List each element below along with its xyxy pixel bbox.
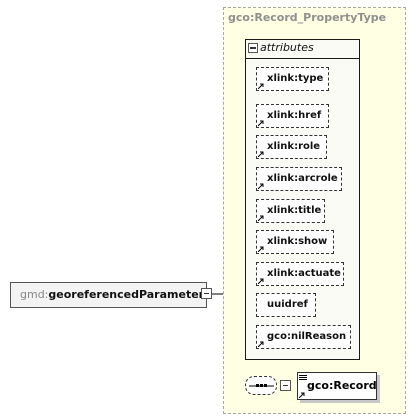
attribute-label: gco:nilReason — [267, 331, 347, 342]
complex-type-title: gco:Record_PropertyType — [228, 11, 387, 24]
root-element-prefix: gmd: — [20, 288, 49, 301]
reference-arrow-icon — [258, 151, 264, 157]
reference-arrow-icon — [299, 392, 305, 398]
attribute-label: xlink:show — [267, 236, 328, 247]
reference-arrow-icon — [258, 120, 264, 126]
attribute-label: xlink:type — [267, 73, 324, 84]
reference-arrow-icon — [258, 183, 264, 189]
attribute-xlink-actuate[interactable]: xlink:actuate — [256, 262, 344, 286]
collapse-root-icon[interactable] — [201, 288, 212, 299]
attributes-header: attributes — [260, 41, 314, 54]
attribute-uuidref[interactable]: uuidref — [256, 293, 316, 317]
attributes-divider — [245, 58, 360, 59]
attribute-label: uuidref — [267, 299, 308, 310]
attribute-xlink-arcrole[interactable]: xlink:arcrole — [256, 167, 342, 191]
reference-arrow-icon — [258, 215, 264, 221]
attribute-label: xlink:actuate — [267, 268, 341, 279]
attribute-gco-nilreason[interactable]: gco:nilReason — [256, 325, 351, 349]
sequence-compositor-icon[interactable] — [245, 376, 277, 395]
root-element-name: georeferencedParameters — [48, 288, 211, 301]
reference-arrow-icon — [258, 278, 264, 284]
attribute-xlink-title[interactable]: xlink:title — [256, 199, 325, 223]
attribute-xlink-role[interactable]: xlink:role — [256, 135, 327, 159]
attribute-xlink-href[interactable]: xlink:href — [256, 104, 329, 128]
element-lines-icon — [299, 375, 307, 380]
reference-arrow-icon — [258, 83, 264, 89]
collapse-attributes-icon[interactable] — [248, 43, 258, 53]
reference-arrow-icon — [258, 341, 264, 347]
root-element-georeferenced-parameters[interactable]: gmd:georeferencedParameters — [10, 282, 211, 308]
attribute-label: xlink:role — [267, 141, 321, 152]
reference-arrow-icon — [258, 246, 264, 252]
sequence-dots-icon — [249, 384, 274, 387]
attribute-label: xlink:href — [267, 110, 322, 121]
attribute-xlink-type[interactable]: xlink:type — [256, 67, 329, 91]
attribute-label: xlink:title — [267, 205, 322, 216]
element-gco-record[interactable]: gco:Record — [297, 372, 377, 400]
attribute-xlink-show[interactable]: xlink:show — [256, 230, 334, 254]
attribute-label: xlink:arcrole — [267, 173, 338, 184]
collapse-sequence-icon[interactable] — [280, 380, 291, 391]
element-label: gco:Record — [307, 379, 377, 392]
